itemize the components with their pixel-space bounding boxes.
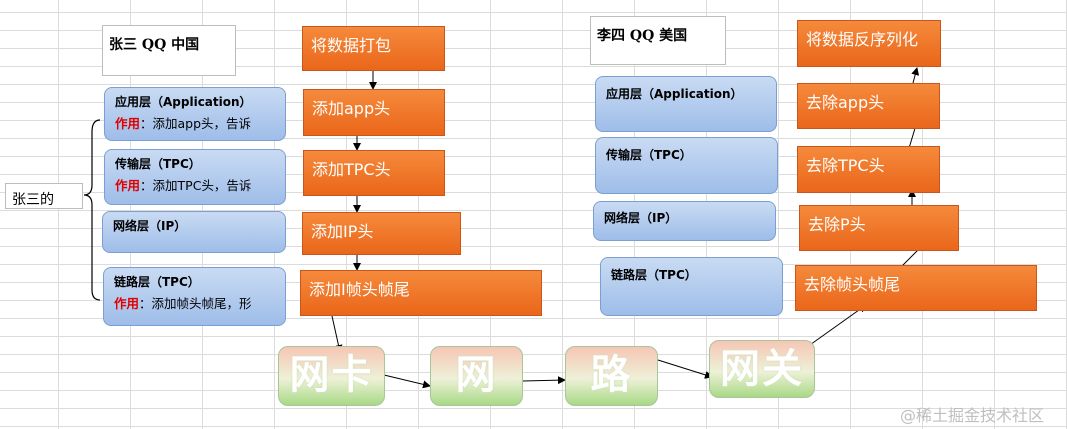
sender-layer-application: 应用层（Application） 作用：添加app头，告诉 (104, 87, 286, 141)
sender-step-1: 将数据打包 (302, 26, 445, 71)
layer-name: 网络层（IP） (113, 219, 187, 233)
sender-step-5: 添加I帧头帧尾 (300, 270, 542, 316)
receiver-layer-application: 应用层（Application） (595, 76, 777, 132)
role-label: 作用 (114, 296, 140, 311)
receiver-layer-network: 网络层（IP） (593, 201, 776, 241)
receiver-title: 李四 QQ 美国 (590, 16, 726, 65)
sender-layer-network: 网络层（IP） (102, 211, 286, 253)
arrow-n2 (522, 376, 566, 385)
sender-layer-transport: 传输层（TPC） 作用：添加TPC头，告诉 (104, 149, 286, 205)
sender-title: 张三 QQ 中国 (102, 25, 236, 76)
arrow-n3 (657, 359, 713, 379)
bracket (83, 119, 101, 301)
role-text: ：添加帧头帧尾，形 (139, 296, 252, 311)
node-nic: 网卡 (278, 346, 385, 406)
receiver-layer-transport: 传输层（TPC） (595, 137, 778, 194)
sender-layer-link: 链路层（TPC） 作用：添加帧头帧尾，形 (103, 267, 286, 326)
layer-name: 应用层（Application） (115, 95, 252, 109)
receiver-step-2: 去除app头 (797, 83, 940, 129)
layer-name: 传输层（TPC） (606, 148, 692, 162)
role-label: 作用 (115, 116, 141, 131)
sender-step-3: 添加TPC头 (303, 150, 445, 196)
node-gateway: 网关 (709, 340, 815, 398)
role-label: 作用 (115, 178, 141, 193)
receiver-step-1: 将数据反序列化 (797, 20, 941, 67)
layer-name: 网络层（IP） (604, 211, 678, 225)
receiver-step-3: 去除TPC头 (797, 146, 940, 193)
arrow-n1 (383, 374, 431, 389)
layer-name: 应用层（Application） (606, 87, 743, 101)
layer-name: 传输层（TPC） (115, 157, 201, 171)
node-route: 路 (565, 346, 658, 406)
sender-step-2: 添加app头 (303, 89, 445, 136)
watermark: @稀土掘金技术社区 (900, 406, 1045, 425)
sender-side-label: 张三的 (5, 183, 83, 209)
role-text: ：添加app头，告诉 (140, 116, 252, 131)
receiver-step-4: 去除P头 (799, 205, 959, 251)
role-text: ：添加TPC头，告诉 (140, 178, 252, 193)
layer-name: 链路层（TPC） (611, 268, 697, 282)
node-net: 网 (430, 346, 523, 406)
receiver-step-5: 去除帧头帧尾 (795, 265, 1037, 311)
sender-step-4: 添加IP头 (302, 212, 461, 255)
layer-name: 链路层（TPC） (114, 275, 200, 289)
receiver-layer-link: 链路层（TPC） (600, 257, 783, 316)
